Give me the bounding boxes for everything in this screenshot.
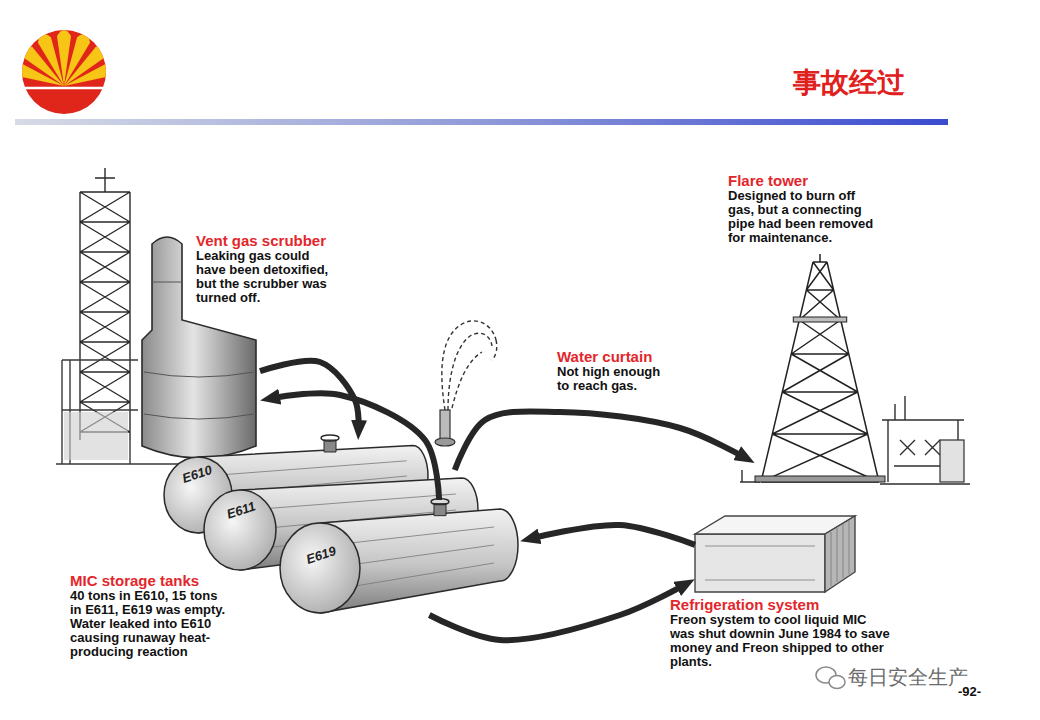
callout-heading: Flare tower [728, 172, 876, 189]
watermark: 每日安全生产 [848, 664, 968, 690]
tower-platform [793, 317, 846, 322]
callout-heading: Water curtain [557, 348, 669, 365]
lattice-tower [80, 168, 130, 440]
flare-tower: Flare towerDesigned to burn off gas, but… [755, 262, 885, 482]
spray-nozzle [440, 410, 450, 440]
company-logo [9, 30, 119, 114]
logo-divider [22, 87, 106, 90]
slide-title: 事故经过 [640, 66, 905, 100]
tower-lattice [761, 254, 879, 482]
tank-end-cap [204, 490, 276, 570]
flare-tower-shape [755, 262, 885, 482]
callout-body: Freon system to cool liquid MIC was shut… [670, 613, 892, 669]
water-curtain: Water curtainNot high enough to reach ga… [432, 318, 504, 450]
flow-arrow [260, 361, 359, 430]
valve-wheel [321, 435, 339, 441]
page-number: -92- [958, 684, 981, 700]
callout: MIC storage tanks40 tons in E610, 15 ton… [70, 572, 230, 659]
chat-bubble [829, 676, 845, 689]
callout-body: Designed to burn off gas, but a connecti… [728, 189, 876, 245]
callout-body: 40 tons in E610, 15 tons in E611, E619 w… [70, 589, 230, 659]
tower-base [755, 476, 885, 482]
plant-silo [940, 440, 964, 482]
valve-wheel [431, 499, 449, 505]
plant-building [880, 396, 970, 484]
box-hatching [705, 520, 849, 586]
wechat-icon [816, 667, 845, 689]
header-rule [15, 119, 948, 125]
box-front [695, 534, 825, 592]
callout-body: Leaking gas could have been detoxified, … [196, 249, 336, 305]
callout-heading: MIC storage tanks [70, 572, 230, 589]
tank-group: MIC storage tanks40 tons in E610, 15 ton… [160, 440, 522, 618]
label-anchor: -92- [958, 684, 981, 700]
tank-valve [324, 440, 336, 452]
frame-shade [64, 412, 128, 460]
nozzle-base [435, 438, 455, 446]
logo-petals [9, 30, 119, 93]
flow-arrow [429, 584, 686, 640]
title-anchor: 事故经过 [640, 66, 905, 100]
refrigeration-unit-shape [695, 516, 860, 592]
callout: Refrigeration systemFreon system to cool… [670, 596, 892, 669]
tank-valve [434, 504, 446, 516]
flow-arrow [530, 525, 695, 545]
refrigeration-unit: Refrigeration systemFreon system to cool… [695, 516, 860, 592]
callout-heading: Vent gas scrubber [196, 232, 336, 249]
water-spray [442, 321, 497, 410]
tank-end-cap [280, 523, 360, 613]
flow-arrow [455, 411, 746, 470]
label-anchor: 每日安全生产 [848, 664, 968, 690]
callout-body: Not high enough to reach gas. [557, 365, 669, 393]
callout: Vent gas scrubberLeaking gas could have … [196, 232, 336, 305]
water-curtain-shape [432, 318, 504, 450]
storage-tank: E619 [275, 500, 520, 615]
callout: Water curtainNot high enough to reach ga… [557, 348, 669, 393]
box-side [825, 516, 855, 592]
callout: Flare towerDesigned to burn off gas, but… [728, 172, 876, 245]
scrubber-vessel: Vent gas scrubberLeaking gas could have … [138, 232, 260, 464]
callout-heading: Refrigeration system [670, 596, 892, 613]
flow-arrow [270, 393, 439, 500]
